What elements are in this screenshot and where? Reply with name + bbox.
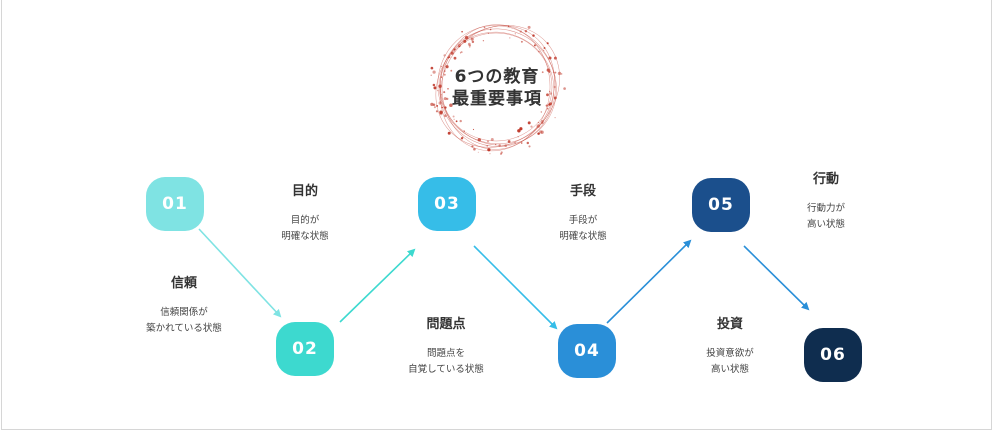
step-description-line-1: 行動力が [806,203,845,214]
arrow-5 [743,245,810,311]
step-label-04: 手段 手段が 明確な状態 [513,180,653,245]
step-description-line-2: 自覚している状態 [408,364,484,375]
step-description-line-1: 投資意欲が [706,348,754,359]
step-label-05: 投資 投資意欲が 高い状態 [660,313,800,378]
step-node-04: 04 [558,324,616,378]
decorative-ring-icon [430,24,566,155]
step-description-line-2: 明確な状態 [559,231,607,242]
title-line-1: 6つの教育 [454,67,540,87]
step-description-line-1: 問題点を [426,348,465,359]
step-description-line-2: 築かれている状態 [146,323,222,334]
step-label-06: 行動 行動力が 高い状態 [756,168,896,233]
step-number: 01 [162,194,188,214]
step-description-line-2: 明確な状態 [281,231,329,242]
step-heading: 目的 [291,184,318,199]
step-node-03: 03 [418,177,476,231]
step-heading: 手段 [569,184,596,199]
step-description-line-1: 手段が [568,215,598,226]
arrow-4 [606,239,692,324]
step-heading: 信頼 [170,276,197,291]
title-badge: 6つの教育 最重要事項 [428,18,566,156]
title-line-2: 最重要事項 [452,89,542,109]
step-number: 03 [434,194,460,214]
step-label-01: 信頼 信頼関係が 築かれている状態 [114,272,254,337]
step-label-03: 問題点 問題点を 自覚している状態 [376,313,516,378]
step-description-line-2: 高い状態 [710,364,749,375]
step-heading: 行動 [812,172,839,187]
step-heading: 投資 [716,317,743,332]
step-description-line-2: 高い状態 [806,219,845,230]
step-node-01: 01 [146,177,204,231]
step-number: 02 [292,339,318,359]
step-node-05: 05 [692,178,750,232]
arrow-1 [198,228,282,318]
step-number: 06 [820,345,846,365]
step-number: 04 [574,341,600,361]
step-node-06: 06 [804,328,862,382]
step-heading: 問題点 [426,317,466,332]
title: 6つの教育 最重要事項 [428,66,566,110]
step-description-line-1: 信頼関係が [160,307,208,318]
step-number: 05 [708,195,734,215]
arrow-3 [473,245,558,330]
step-node-02: 02 [276,322,334,376]
step-description-line-1: 目的が [290,215,320,226]
arrow-2 [339,248,416,323]
step-label-02: 目的 目的が 明確な状態 [235,180,375,245]
